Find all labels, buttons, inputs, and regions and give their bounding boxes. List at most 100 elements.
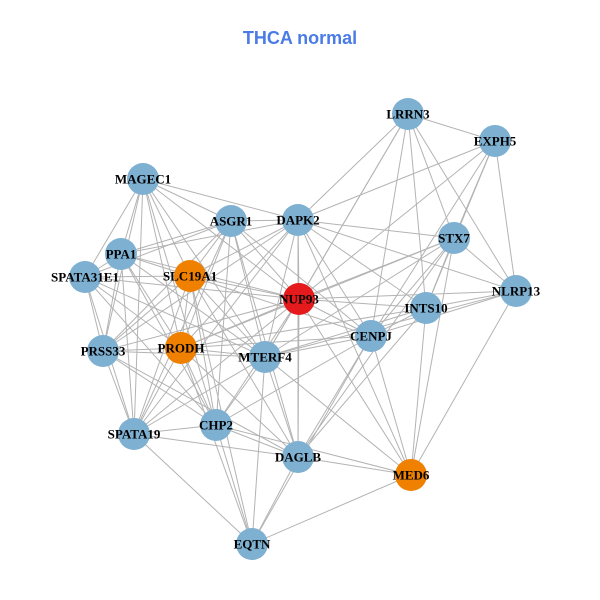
edge-NUP93-SPATA19: [133, 298, 300, 435]
node-MED6[interactable]: MED6: [393, 459, 430, 491]
node-circle[interactable]: [500, 275, 532, 307]
edge-MTERF4-EQTN: [251, 356, 266, 545]
node-NUP93[interactable]: NUP93: [279, 283, 319, 315]
edge-MAGEC1-ASGR1: [142, 178, 232, 222]
node-circle[interactable]: [249, 341, 281, 373]
node-circle[interactable]: [236, 528, 268, 560]
edge-MTERF4-MED6: [264, 356, 412, 476]
node-DAGLB[interactable]: DAGLB: [275, 441, 322, 473]
node-circle[interactable]: [355, 320, 387, 352]
node-label: CHP2: [199, 418, 233, 433]
edge-SLC19A1-NUP93: [189, 275, 300, 300]
node-circle[interactable]: [165, 332, 197, 364]
node-label: MAGEC1: [115, 172, 171, 187]
node-circle[interactable]: [127, 163, 159, 195]
node-label: SPATA19: [108, 427, 161, 442]
node-circle[interactable]: [282, 441, 314, 473]
edge-CENPJ-MED6: [370, 335, 412, 476]
node-circle[interactable]: [174, 260, 206, 292]
edge-INTS10-PRODH: [180, 307, 427, 349]
node-label: NLRP13: [492, 284, 541, 299]
edge-PRODH-SPATA19: [133, 347, 182, 435]
node-circle[interactable]: [392, 98, 424, 130]
node-circle[interactable]: [283, 283, 315, 315]
edge-NLRP13-CENPJ: [370, 290, 517, 337]
node-label: EQTN: [234, 537, 271, 552]
node-INTS10[interactable]: INTS10: [404, 292, 448, 324]
node-CENPJ[interactable]: CENPJ: [350, 320, 392, 352]
node-label: SPATA31E1: [51, 270, 119, 285]
node-EXPH5[interactable]: EXPH5: [474, 125, 517, 157]
node-MTERF4[interactable]: MTERF4: [238, 341, 292, 373]
edge-DAPK2-INTS10: [297, 219, 427, 309]
node-STX7[interactable]: STX7: [438, 222, 470, 254]
node-ASGR1[interactable]: ASGR1: [210, 205, 253, 237]
node-MAGEC1[interactable]: MAGEC1: [115, 163, 171, 195]
node-PPA1[interactable]: PPA1: [105, 238, 137, 270]
edge-ASGR1-DAGLB: [230, 220, 299, 458]
edge-ASGR1-PRSS33: [102, 220, 232, 352]
edge-CENPJ-DAGLB: [297, 335, 372, 458]
node-circle[interactable]: [282, 204, 314, 236]
node-PRODH[interactable]: PRODH: [158, 332, 205, 364]
edge-SLC19A1-SPATA31E1: [84, 275, 191, 278]
edge-LRRN3-DAPK2: [297, 113, 409, 221]
edge-EXPH5-NLRP13: [494, 140, 517, 292]
node-SPATA19[interactable]: SPATA19: [108, 418, 161, 450]
edge-MTERF4-DAGLB: [264, 356, 299, 458]
node-SPATA31E1[interactable]: SPATA31E1: [51, 261, 119, 293]
edge-ASGR1-MTERF4: [230, 220, 266, 358]
node-NLRP13[interactable]: NLRP13: [492, 275, 541, 307]
node-label: ASGR1: [210, 214, 253, 229]
node-label: DAGLB: [275, 450, 322, 465]
node-circle[interactable]: [87, 335, 119, 367]
node-SLC19A1[interactable]: SLC19A1: [163, 260, 217, 292]
node-circle[interactable]: [118, 418, 150, 450]
edge-EXPH5-CENPJ: [370, 140, 496, 337]
node-CHP2[interactable]: CHP2: [199, 409, 233, 441]
edge-DAPK2-MED6: [297, 219, 412, 476]
node-label: MED6: [393, 468, 430, 483]
edge-DAPK2-SPATA19: [133, 219, 299, 435]
edge-NUP93-NLRP13: [298, 290, 517, 300]
edge-SPATA31E1-PRODH: [84, 276, 182, 349]
node-DAPK2[interactable]: DAPK2: [276, 204, 320, 236]
node-circle[interactable]: [69, 261, 101, 293]
edge-MAGEC1-CHP2: [142, 178, 217, 426]
chart-title: THCA normal: [242, 28, 358, 48]
node-circle[interactable]: [105, 238, 137, 270]
edge-SPATA19-DAGLB: [133, 433, 299, 458]
node-LRRN3[interactable]: LRRN3: [386, 98, 430, 130]
edge-NLRP13-MED6: [410, 290, 517, 476]
node-circle[interactable]: [200, 409, 232, 441]
node-EQTN[interactable]: EQTN: [234, 528, 271, 560]
edge-NUP93-INTS10: [298, 298, 427, 309]
edge-CENPJ-PRODH: [180, 335, 372, 349]
node-circle[interactable]: [395, 459, 427, 491]
node-label: INTS10: [404, 301, 447, 316]
edge-ASGR1-PPA1: [120, 220, 232, 255]
edge-INTS10-MED6: [410, 307, 427, 476]
node-circle[interactable]: [410, 292, 442, 324]
node-label: NUP93: [279, 292, 319, 307]
edge-NLRP13-MTERF4: [264, 290, 517, 358]
edge-DAPK2-SLC19A1: [189, 219, 299, 277]
node-PRSS33[interactable]: PRSS33: [81, 335, 126, 367]
edge-SLC19A1-CENPJ: [189, 275, 372, 337]
edge-PRSS33-DAGLB: [102, 350, 299, 458]
edge-SPATA31E1-MTERF4: [84, 276, 266, 358]
edge-INTS10-MTERF4: [264, 307, 427, 358]
node-circle[interactable]: [438, 222, 470, 254]
node-circle[interactable]: [479, 125, 511, 157]
node-circle[interactable]: [215, 205, 247, 237]
edge-DAPK2-PPA1: [120, 219, 299, 255]
edge-PPA1-PRODH: [120, 253, 182, 349]
edge-STX7-MTERF4: [264, 237, 455, 358]
edge-SPATA19-EQTN: [133, 433, 253, 545]
node-label: EXPH5: [474, 134, 517, 149]
edge-ASGR1-CENPJ: [230, 220, 372, 337]
edge-ASGR1-PRODH: [180, 220, 232, 349]
edge-MAGEC1-NUP93: [142, 178, 300, 300]
